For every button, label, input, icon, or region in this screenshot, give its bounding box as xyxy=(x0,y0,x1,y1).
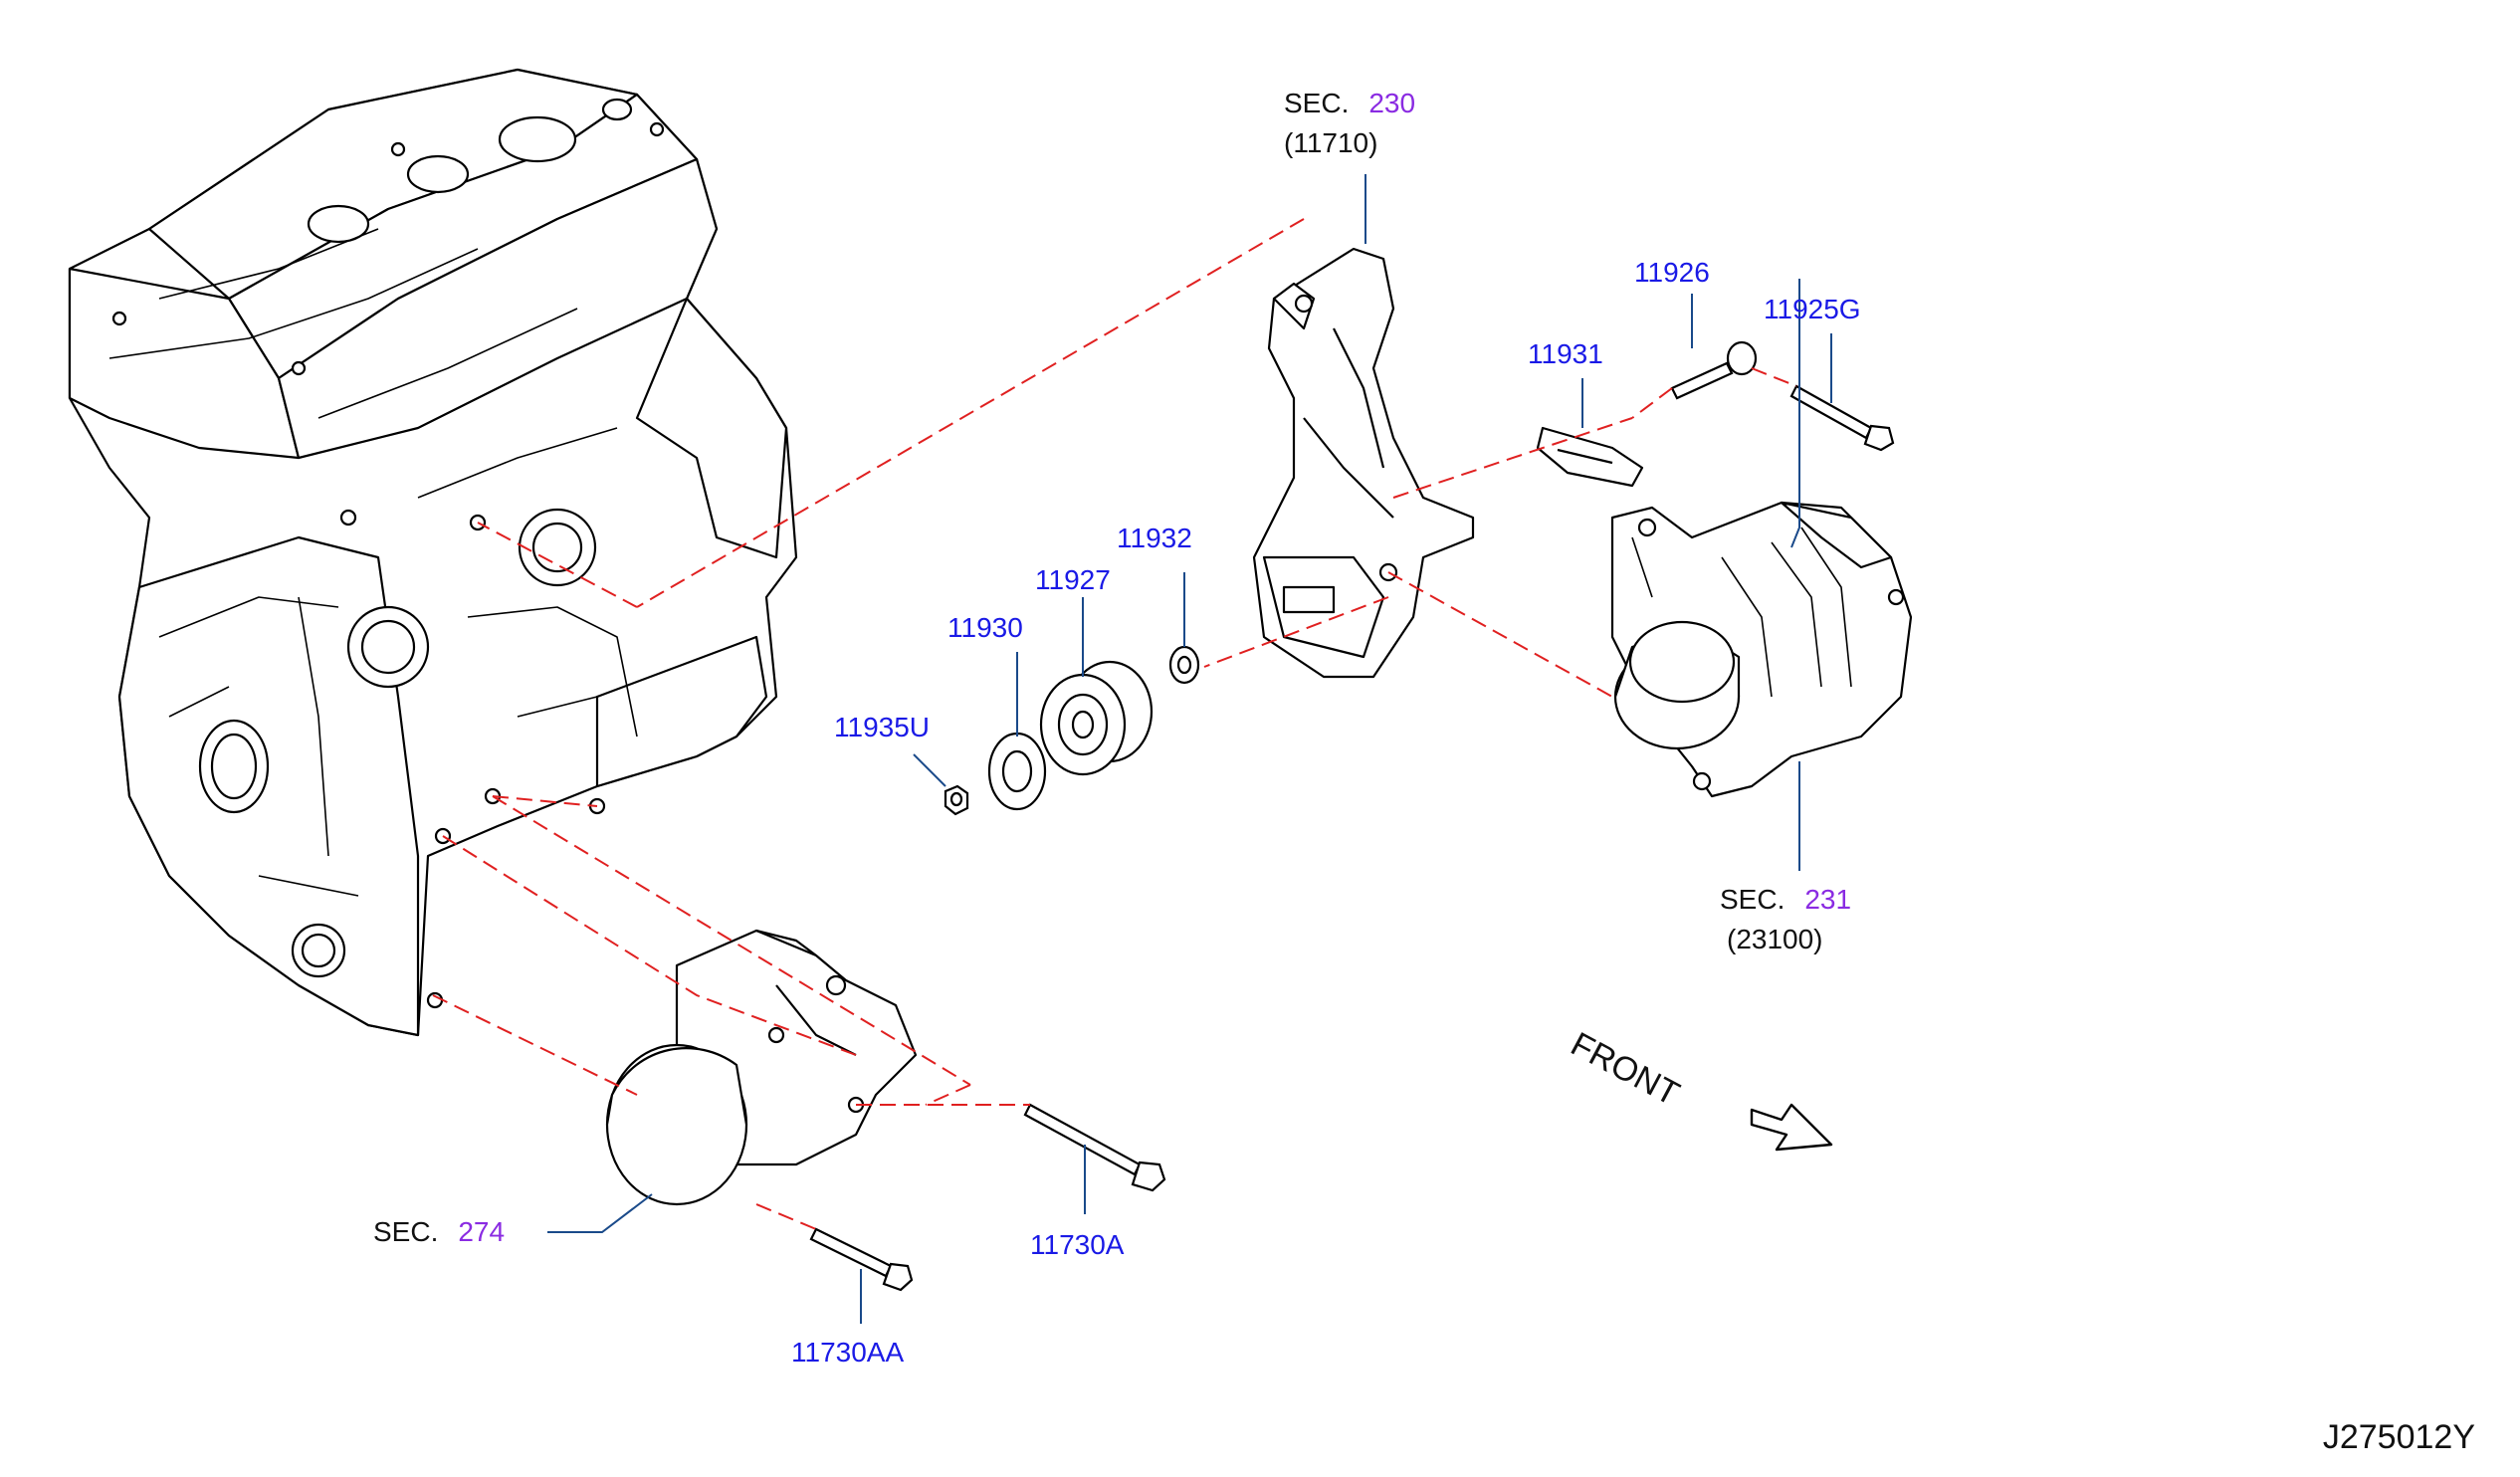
label-11730a[interactable]: 11730A xyxy=(1030,1229,1125,1260)
clip-11931 xyxy=(1536,426,1644,488)
bolt-11730AA xyxy=(809,1227,914,1292)
label-11930[interactable]: 11930 xyxy=(947,612,1023,643)
sec-number: 231 xyxy=(1804,884,1852,915)
alternator-bracket-drawing xyxy=(1252,247,1475,679)
diagram-reference: J275012Y xyxy=(2322,1418,2475,1456)
label-11932[interactable]: 11932 xyxy=(1117,523,1192,553)
bolt-11926 xyxy=(1670,340,1758,400)
label-11710: (11710) xyxy=(1284,127,1378,158)
label-11931[interactable]: 11931 xyxy=(1528,338,1603,369)
label-11935u[interactable]: 11935U xyxy=(834,712,931,742)
alternator-drawing xyxy=(1610,501,1913,798)
label-sec-230[interactable]: SEC. 230 xyxy=(1284,88,1415,119)
sec-number: 230 xyxy=(1368,88,1416,118)
sec-prefix: SEC. xyxy=(1720,884,1785,915)
sec-number: 274 xyxy=(458,1216,506,1247)
label-11730aa[interactable]: 11730AA xyxy=(791,1337,905,1368)
sec-prefix: SEC. xyxy=(373,1216,439,1247)
stud-11925G xyxy=(1789,384,1895,452)
sec-prefix: SEC. xyxy=(1284,88,1350,118)
label-11927[interactable]: 11927 xyxy=(1035,564,1111,595)
washer-11930 xyxy=(987,732,1047,811)
label-sec-231[interactable]: SEC. 231 xyxy=(1720,884,1851,916)
engine-block-drawing xyxy=(68,68,798,1037)
label-11925g[interactable]: 11925G xyxy=(1764,294,1861,324)
bolt-11730A xyxy=(1023,1103,1166,1192)
water-pump-drawing xyxy=(605,929,918,1206)
leader-lines xyxy=(547,174,1832,1324)
front-arrow-icon xyxy=(1750,1103,1833,1152)
label-23100: (23100) xyxy=(1727,924,1823,954)
spacer-11932 xyxy=(1168,645,1200,685)
nut-11935U xyxy=(944,784,969,816)
assembly-dashed-lines xyxy=(432,218,1797,1230)
label-sec-274[interactable]: SEC. 274 xyxy=(373,1216,505,1248)
label-11926[interactable]: 11926 xyxy=(1634,257,1710,288)
idler-pulley-11927 xyxy=(1039,660,1154,776)
